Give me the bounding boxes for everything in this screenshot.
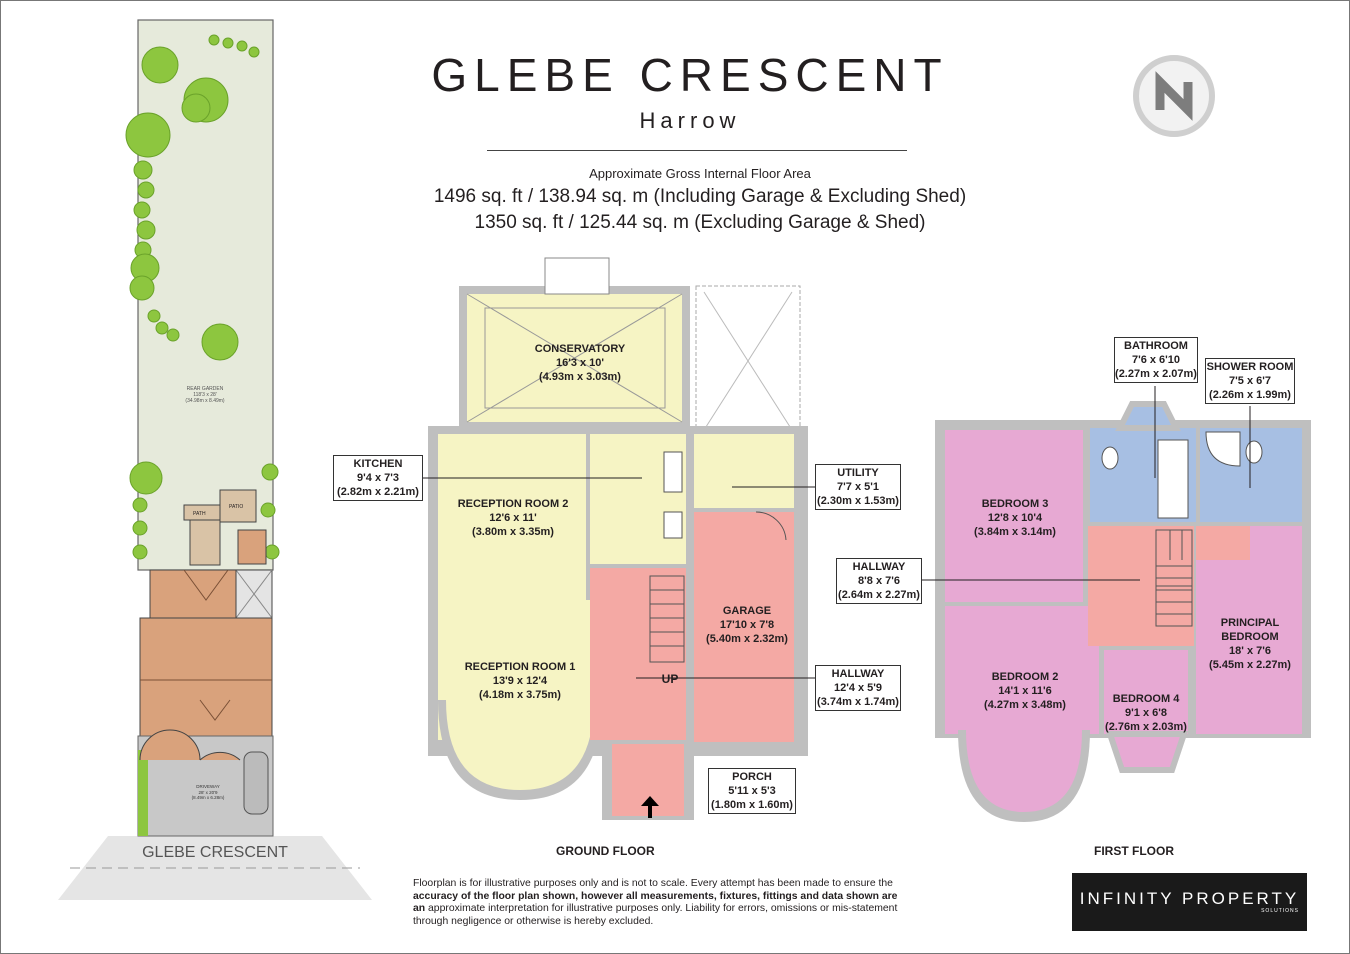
page-subtitle: Harrow: [639, 108, 741, 133]
path-label: PATH: [193, 511, 206, 517]
patio-label: PATIO: [229, 504, 244, 510]
first-floor-plan: [935, 401, 1311, 822]
first-floor-title: FIRST FLOOR: [1094, 844, 1174, 858]
area-including-garage: 1496 sq. ft / 138.94 sq. m (Including Ga…: [433, 186, 967, 207]
street-label: GLEBE CRESCENT: [142, 844, 288, 861]
disclaimer-text: Floorplan is for illustrative purposes o…: [413, 878, 898, 927]
stairs-up-label: UP: [661, 672, 679, 686]
page-title: GLEBE CRESCENT: [431, 49, 949, 101]
entrance-arrow-icon: [641, 796, 659, 818]
logo-sub-text: SOLUTIONS: [1261, 908, 1299, 914]
driveway-label: DRIVEWAY 28' x 20'9 (8.49m x 6.28m): [191, 784, 225, 800]
north-arrow-icon: [1133, 55, 1215, 137]
company-logo: INFINITY PROPERTY SOLUTIONS: [1072, 873, 1307, 931]
logo-main-text: INFINITY PROPERTY: [1079, 889, 1300, 908]
ground-floor-title: GROUND FLOOR: [556, 844, 655, 858]
title-divider: [487, 150, 907, 151]
area-excluding-garage: 1350 sq. ft / 125.44 sq. m (Excluding Ga…: [474, 212, 926, 233]
tree-icon: [125, 34, 280, 560]
ground-floor-plan: [428, 257, 808, 820]
site-plan: [58, 19, 372, 900]
rear-garden-label: REAR GARDEN 118'3 x 28' (34.98m x 8.49m): [185, 386, 225, 404]
area-caption: Approximate Gross Internal Floor Area: [589, 166, 811, 181]
label-leader-lines: [422, 386, 1251, 679]
